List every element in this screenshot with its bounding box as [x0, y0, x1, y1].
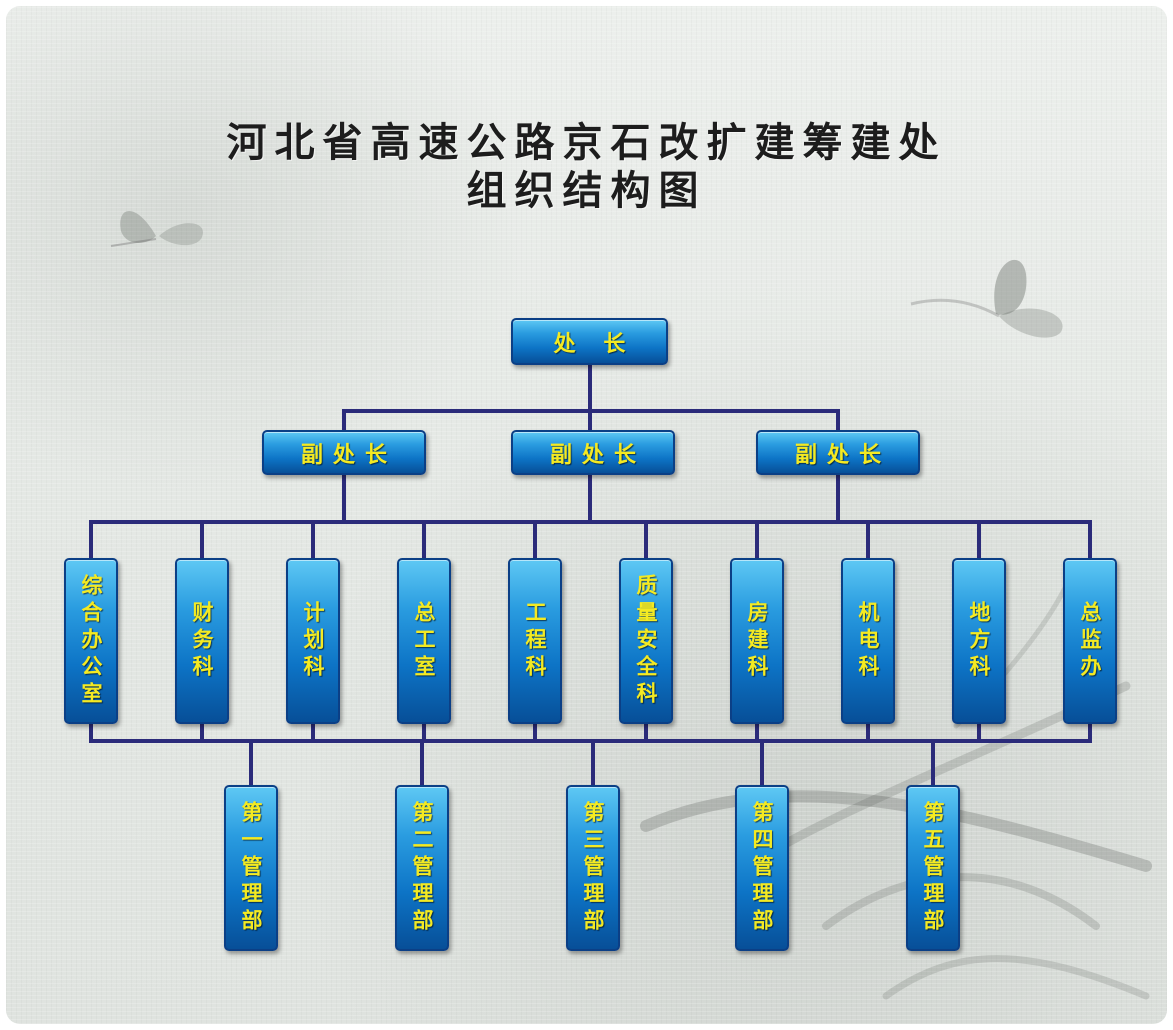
dept-node-1: 综合办公室 — [64, 558, 118, 724]
dept-node-2: 财务科 — [175, 558, 229, 724]
butterfly-decoration-left — [110, 211, 203, 247]
deputy-node-2: 副处长 — [511, 430, 675, 475]
dept-node-8: 机电科 — [841, 558, 895, 724]
deputy-node-3: 副处长 — [756, 430, 920, 475]
management-unit-node-5: 第五管理部 — [906, 785, 960, 951]
butterfly-decoration-right — [910, 259, 1063, 338]
dept-node-9: 地方科 — [952, 558, 1006, 724]
management-unit-node-3: 第三管理部 — [566, 785, 620, 951]
management-unit-node-4: 第四管理部 — [735, 785, 789, 951]
diagram-title: 河北省高速公路京石改扩建筹建处 — [226, 119, 947, 166]
diagram-subtitle: 组织结构图 — [466, 167, 707, 214]
dept-node-6: 质量安全科 — [619, 558, 673, 724]
dept-node-5: 工程科 — [508, 558, 562, 724]
management-unit-node-1: 第一管理部 — [224, 785, 278, 951]
dept-node-3: 计划科 — [286, 558, 340, 724]
dept-node-7: 房建科 — [730, 558, 784, 724]
dept-node-10: 总监办 — [1063, 558, 1117, 724]
diagram-canvas — [6, 6, 1167, 1024]
dept-node-4: 总工室 — [397, 558, 451, 724]
deputy-node-1: 副处长 — [262, 430, 426, 475]
management-unit-node-2: 第二管理部 — [395, 785, 449, 951]
director-node: 处 长 — [511, 318, 668, 365]
